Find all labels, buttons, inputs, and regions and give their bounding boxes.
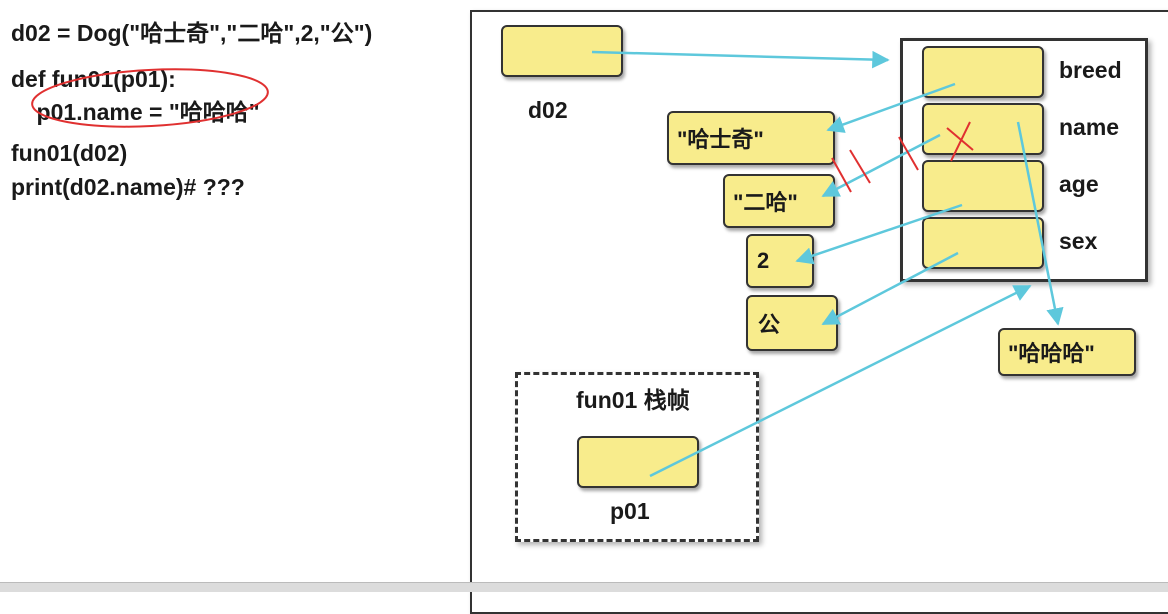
value-box-name-old: "二哈": [723, 174, 835, 228]
cross-mark-1: [946, 127, 974, 151]
field-label-name: name: [1059, 114, 1120, 140]
d02-label: d02: [528, 97, 568, 123]
field-label-age: age: [1059, 171, 1099, 197]
code-line-5: print(d02.name)# ???: [11, 174, 245, 200]
arrow-name-to-new-value: [1016, 121, 1064, 326]
stack-frame-title: fun01 栈帧: [576, 387, 690, 413]
highlight-circle: [31, 68, 269, 128]
arrow-name-to-old-value: [821, 133, 941, 198]
d02-reference-box: [501, 25, 623, 77]
value-box-breed: "哈士奇": [667, 111, 835, 165]
arrow-p01-to-object: [649, 284, 1032, 478]
arrow-breed-to-value: [826, 82, 956, 133]
cut-mark-2: [849, 149, 871, 184]
code-line-1: d02 = Dog("哈士奇","二哈",2,"公"): [11, 20, 373, 46]
cut-mark-3: [898, 136, 919, 171]
cross-mark-2: [950, 121, 971, 162]
bottom-scrollbar[interactable]: [0, 582, 1168, 592]
arrow-age-to-value: [795, 203, 963, 265]
value-box-age: 2: [746, 234, 814, 288]
dog-object-frame: [900, 38, 1148, 282]
arrow-d02-to-object: [591, 50, 890, 69]
age-slot: [922, 160, 1044, 212]
arrow-sex-to-value: [821, 251, 959, 326]
value-box-name-new: "哈哈哈": [998, 328, 1136, 376]
stack-frame-fun01: [515, 372, 759, 542]
field-label-sex: sex: [1059, 228, 1098, 254]
code-line-2: def fun01(p01):: [11, 66, 176, 92]
diagram-arrows-layer: [31, 50, 1064, 478]
cut-mark-1: [831, 157, 852, 193]
field-label-breed: breed: [1059, 57, 1122, 83]
code-line-3: p01.name = "哈哈哈": [11, 99, 260, 125]
code-line-4: fun01(d02): [11, 140, 128, 166]
p01-label: p01: [610, 498, 650, 524]
